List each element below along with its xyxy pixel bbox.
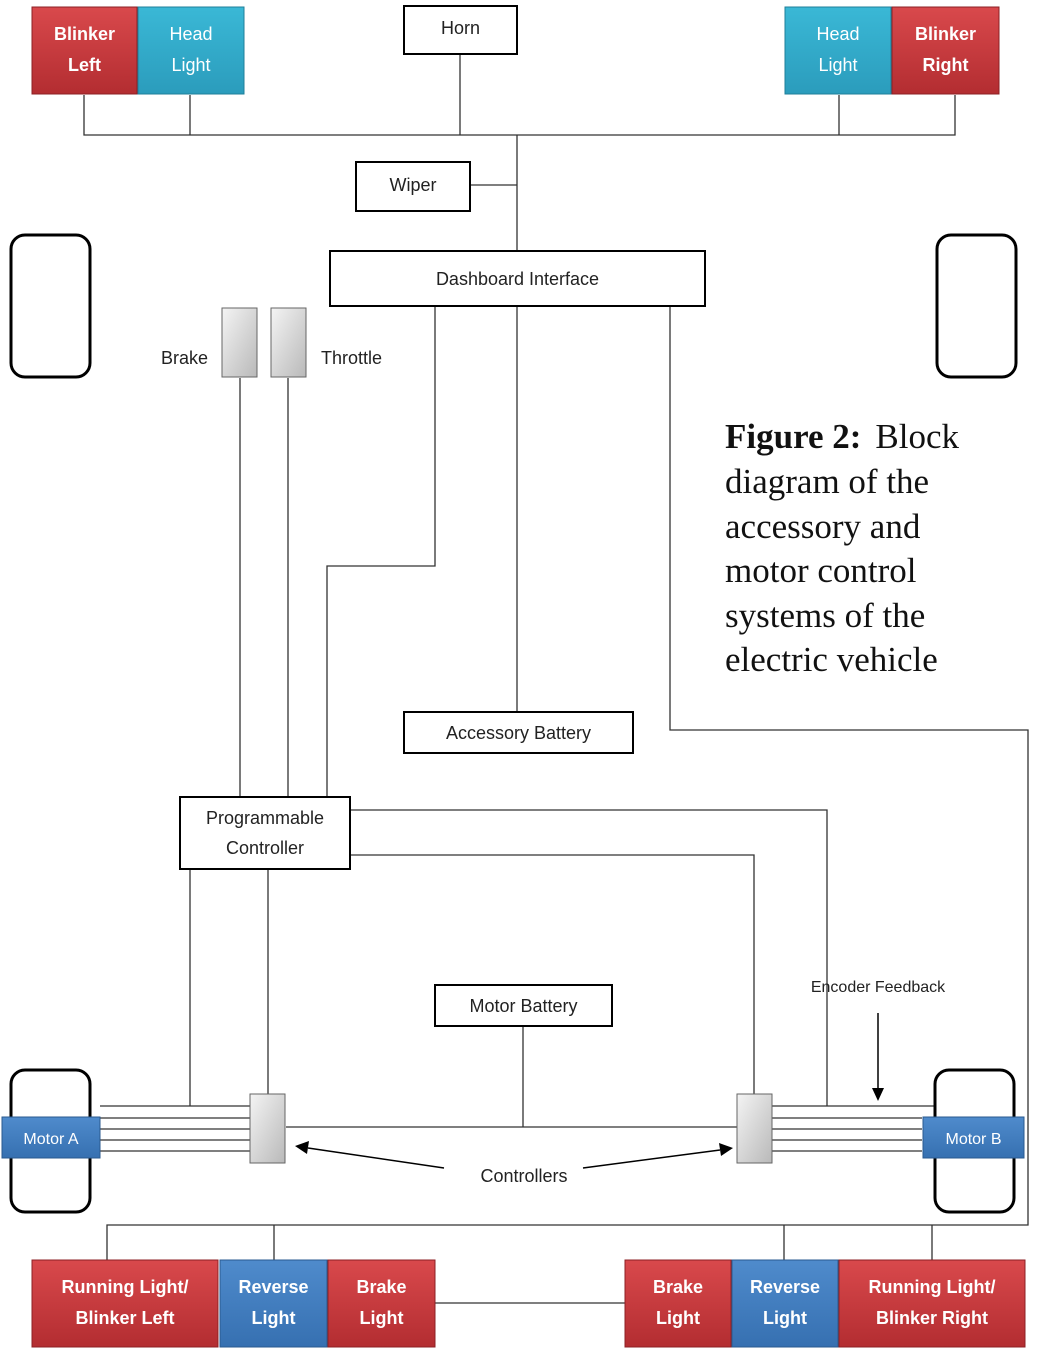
svg-text:Blinker Left: Blinker Left <box>75 1308 174 1328</box>
figure-caption: Figure 2:Block diagram of the accessory … <box>725 417 960 679</box>
brake-light-left-box: Brake Light <box>327 1259 436 1348</box>
svg-text:Dashboard Interface: Dashboard Interface <box>436 269 599 289</box>
svg-text:Motor B: Motor B <box>945 1131 1001 1148</box>
svg-text:Head: Head <box>169 24 212 44</box>
svg-text:Light: Light <box>763 1308 807 1328</box>
motor-a-box: Motor A <box>1 1116 101 1159</box>
throttle-pedal <box>270 307 307 378</box>
motor-controller-right <box>736 1093 773 1164</box>
svg-text:Left: Left <box>68 55 101 75</box>
throttle-pedal-label: Throttle <box>321 348 382 368</box>
controllers-arrow-right <box>582 1143 733 1169</box>
encoder-feedback-label: Encoder Feedback <box>811 979 946 996</box>
wiring <box>83 55 1029 1304</box>
svg-text:Blinker Right: Blinker Right <box>876 1308 988 1328</box>
head-light-right-box: Head Light <box>784 6 892 95</box>
motor-b-box: Motor B <box>922 1116 1025 1159</box>
svg-text:Motor A: Motor A <box>23 1131 78 1148</box>
svg-text:Controller: Controller <box>226 838 304 858</box>
svg-text:Running Light/: Running Light/ <box>869 1277 996 1297</box>
brake-pedal <box>221 307 258 378</box>
svg-text:motor control: motor control <box>725 551 917 590</box>
svg-text:Blinker: Blinker <box>915 24 976 44</box>
svg-text:Wiper: Wiper <box>389 175 436 195</box>
encoder-feedback-arrow <box>872 1013 884 1101</box>
controllers-arrow-left <box>295 1141 445 1169</box>
svg-text:Right: Right <box>923 55 969 75</box>
wheel-front-right <box>935 233 1018 379</box>
running-light-left-box: Running Light/ Blinker Left <box>31 1259 219 1348</box>
svg-text:Motor Battery: Motor Battery <box>469 996 577 1016</box>
svg-text:Light: Light <box>656 1308 700 1328</box>
svg-text:diagram of the: diagram of the <box>725 462 929 501</box>
brake-pedal-label: Brake <box>161 348 208 368</box>
motor-controller-left <box>249 1093 286 1164</box>
motor-battery-box: Motor Battery <box>434 984 613 1027</box>
svg-text:Brake: Brake <box>653 1277 703 1297</box>
svg-text:Reverse: Reverse <box>238 1277 308 1297</box>
wiper-box: Wiper <box>355 161 471 212</box>
blinker-left-box: Blinker Left <box>31 6 138 95</box>
programmable-controller-box: Programmable Controller <box>179 796 351 870</box>
svg-text:Programmable: Programmable <box>206 808 324 828</box>
svg-text:Horn: Horn <box>441 18 480 38</box>
brake-light-right-box: Brake Light <box>624 1259 732 1348</box>
controllers-label: Controllers <box>480 1166 567 1186</box>
svg-text:Figure 2:Block: Figure 2:Block <box>725 417 960 456</box>
svg-text:Head: Head <box>816 24 859 44</box>
svg-text:accessory and: accessory and <box>725 507 921 546</box>
svg-text:Light: Light <box>252 1308 296 1328</box>
svg-text:Light: Light <box>171 55 210 75</box>
svg-text:Reverse: Reverse <box>750 1277 820 1297</box>
svg-text:Light: Light <box>818 55 857 75</box>
svg-text:electric vehicle: electric vehicle <box>725 640 938 679</box>
svg-text:systems of the: systems of the <box>725 596 925 635</box>
svg-text:Light: Light <box>360 1308 404 1328</box>
blinker-right-box: Blinker Right <box>891 6 1000 95</box>
svg-text:Running Light/: Running Light/ <box>62 1277 189 1297</box>
reverse-light-right-box: Reverse Light <box>731 1259 839 1348</box>
horn-box: Horn <box>403 5 518 55</box>
wheel-front-left <box>9 233 92 379</box>
accessory-battery-box: Accessory Battery <box>403 711 634 754</box>
dashboard-interface-box: Dashboard Interface <box>329 250 706 307</box>
head-light-left-box: Head Light <box>137 6 245 95</box>
reverse-light-left-box: Reverse Light <box>219 1259 328 1348</box>
svg-text:Brake: Brake <box>356 1277 406 1297</box>
running-light-right-box: Running Light/ Blinker Right <box>838 1259 1026 1348</box>
svg-text:Blinker: Blinker <box>54 24 115 44</box>
svg-text:Accessory Battery: Accessory Battery <box>446 723 591 743</box>
